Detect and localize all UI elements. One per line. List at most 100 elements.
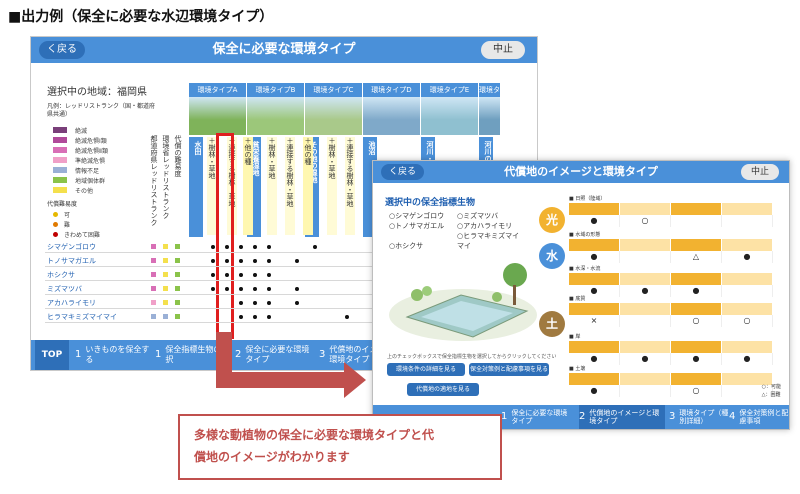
nav-step-env-type[interactable]: 2 保全に必要な環境タイプ	[235, 340, 315, 370]
condition-symbol-icon: ●	[722, 353, 773, 365]
nav-step-env-type[interactable]: 1 保全に必要な環境タイプ	[501, 405, 571, 429]
selected-species-item[interactable]: ○シマゲンゴロウ	[389, 212, 445, 220]
compensation-image-screen: 代償地のイメージと環境タイプ く戻る 中止 選択中の保全指標生物 ○シマゲンゴロ…	[372, 160, 790, 430]
legend-swatch	[53, 187, 67, 193]
condition-symbol-icon	[722, 215, 773, 227]
nav-step-num: 2	[579, 411, 586, 422]
conservation-measures-button[interactable]: 保全対策例と配慮事項を見る	[469, 363, 549, 376]
env-type-header[interactable]: 環境タイプF	[479, 83, 501, 108]
back-button[interactable]: く戻る	[381, 164, 425, 180]
water-icon: 水	[539, 243, 565, 269]
nav-step-protect[interactable]: 1 いきものを保全する	[75, 340, 155, 370]
presence-dot-icon	[225, 287, 229, 291]
condition-cell	[722, 203, 773, 215]
env-type-photo	[479, 97, 501, 135]
stop-button[interactable]: 中止	[740, 164, 779, 180]
presence-dot-icon	[239, 315, 243, 319]
screen-title: 保全に必要な環境タイプ	[212, 42, 356, 57]
rank-marker-icon	[163, 272, 168, 277]
presence-dot-icon	[267, 273, 271, 277]
legend-label: 難	[64, 221, 71, 229]
legend-item: 情報不足	[53, 165, 108, 175]
nav-step-label: 保全に必要な環境タイプ	[245, 345, 310, 364]
redlist-legend: 絶滅絶滅危惧Ⅰ類絶滅危惧Ⅱ類準絶滅危惧情報不足地域個体群その他	[53, 125, 108, 195]
nav-step-compensation[interactable]: 3 代償地のイメージと環境タイプ	[319, 340, 409, 370]
light-icon: 光	[539, 207, 565, 233]
species-name-link[interactable]: アカハライモリ	[47, 299, 96, 307]
rank-marker-icon	[163, 300, 168, 305]
species-row[interactable]: トノサマガエル	[45, 255, 529, 267]
condition-symbol-icon: △	[671, 251, 722, 263]
screen-title: 代償地のイメージと環境タイプ	[504, 165, 658, 178]
nav-step-select-species[interactable]: 1 保全指標生物の選択	[155, 340, 235, 370]
condition-cell	[620, 203, 671, 215]
species-name-link[interactable]: トノサマガエル	[47, 257, 96, 265]
species-name-link[interactable]: ミズマツバ	[47, 285, 82, 293]
env-type-header[interactable]: 環境タイプC	[305, 83, 363, 97]
condition-title: ■ 水深・水流	[569, 266, 601, 272]
species-row[interactable]: アカハライモリ	[45, 297, 529, 309]
env-type-photo	[189, 97, 247, 135]
legend-item: 地域個体群	[53, 175, 108, 185]
selected-species-item[interactable]: ○ミズマツバ	[457, 212, 499, 220]
species-row[interactable]: ミズマツバ	[45, 283, 529, 295]
selected-species-item[interactable]: ○ヒラマキミズマイマイ	[457, 232, 520, 250]
condition-cell	[671, 203, 722, 215]
condition-cell	[620, 303, 671, 315]
condition-symbol-row: ●●●●	[569, 353, 773, 365]
presence-dot-icon	[253, 315, 257, 319]
sub-column-label: ＋樹林・草地	[267, 137, 277, 235]
condition-header-row	[569, 303, 773, 315]
nav-top[interactable]: TOP	[35, 340, 69, 370]
presence-dot-icon	[211, 273, 215, 277]
condition-block: ■ 日照（陸域）●○	[569, 195, 773, 227]
nav-step-measures[interactable]: 4 保全対策例と配慮事項	[729, 405, 789, 429]
species-name-link[interactable]: ホシクサ	[47, 271, 75, 279]
presence-dot-icon	[253, 259, 257, 263]
rank-marker-icon	[175, 286, 180, 291]
rank-marker-icon	[175, 314, 180, 319]
selected-species-item[interactable]: ○ホシクサ	[389, 242, 424, 250]
species-name-link[interactable]: シマゲンゴロウ	[47, 243, 96, 251]
legend-swatch	[53, 157, 67, 163]
env-type-header[interactable]: 環境タイプE	[421, 83, 479, 97]
sub-column-label: ＋連接する樹林・草地	[345, 137, 355, 235]
env-type-header[interactable]: 環境タイプB	[247, 83, 305, 97]
legend-label: その他	[75, 187, 94, 195]
rank-marker-icon	[175, 300, 180, 305]
condition-cell	[620, 239, 671, 251]
presence-dot-icon	[267, 259, 271, 263]
species-row[interactable]: ホシクサ	[45, 269, 529, 281]
suitable-site-button[interactable]: 代償地の適地を見る	[407, 383, 479, 396]
env-type-header[interactable]: 環境タイプA	[189, 83, 247, 97]
legend-swatch	[53, 177, 67, 183]
condition-header-row	[569, 341, 773, 353]
selected-species-title: 選択中の保全指標生物	[385, 198, 476, 208]
env-type-header[interactable]: 環境タイプD	[363, 83, 421, 97]
condition-symbol-icon: ●	[722, 251, 773, 263]
sub-column-label: ＋他の種	[243, 137, 253, 235]
env-detail-button[interactable]: 環境条件の詳細を見る	[387, 363, 465, 376]
species-row[interactable]: シマゲンゴロウ	[45, 241, 529, 253]
selected-species-item[interactable]: ○トノサマガエル	[389, 222, 445, 230]
nav-step-label: 代償地のイメージと環境タイプ	[329, 345, 402, 364]
symbol-legend: ○：可能 △：困難	[762, 383, 781, 399]
stop-button[interactable]: 中止	[481, 41, 525, 59]
back-button[interactable]: く戻る	[39, 41, 85, 59]
species-name-link[interactable]: ヒラマキミズマイマイ	[47, 313, 117, 321]
nav-step-compensation[interactable]: 2 代償地のイメージと環境タイプ	[579, 405, 665, 429]
condition-cell	[671, 273, 722, 285]
nav-step-num: 4	[729, 411, 736, 422]
presence-dot-icon	[225, 259, 229, 263]
presence-dot-icon	[295, 259, 299, 263]
selection-note: 上のチェックボックスで保全指標生物を選択してからクリックしてください	[387, 354, 557, 360]
condition-symbol-icon: ●	[569, 285, 620, 297]
soil-icon: 土	[539, 311, 565, 337]
sub-column-label: ＋連接する樹林・草地	[285, 137, 295, 235]
nav-step-type-detail[interactable]: 3 環境タイプ（種別詳細）	[669, 405, 729, 429]
condition-cell	[569, 239, 620, 251]
legend-label: 絶滅危惧Ⅰ類	[75, 137, 107, 145]
selected-species-item[interactable]: ○アカハライモリ	[457, 222, 513, 230]
condition-cell	[722, 239, 773, 251]
condition-cell	[671, 373, 722, 385]
